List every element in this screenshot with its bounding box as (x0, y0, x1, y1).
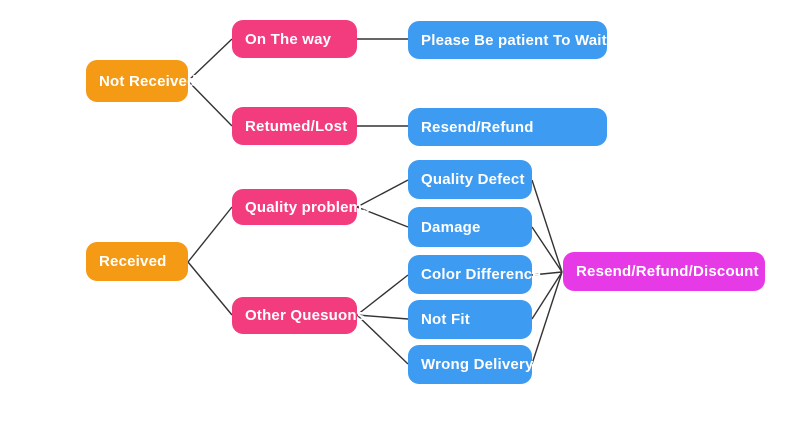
edge-other-questions-to-not-fit (356, 314, 409, 320)
edge-quality-problems-to-damage (356, 206, 409, 228)
node-color-difference[interactable]: Color Difference (408, 255, 541, 294)
node-label: Please Be patient To Wait (421, 31, 607, 49)
node-label: Damage (421, 218, 481, 236)
node-label: Not Received (99, 72, 197, 90)
edge-received-to-other-questions (187, 261, 233, 316)
node-label: Received (99, 253, 167, 270)
node-label: Other Quesuons (245, 307, 366, 324)
node-label: Retumed/Lost (245, 117, 348, 135)
edge-not-received-to-on-the-way (187, 38, 233, 82)
node-be-patient[interactable]: Please Be patient To Wait (408, 21, 607, 59)
node-not-fit[interactable]: Not Fit (408, 300, 532, 339)
edge-other-questions-to-wrong-delivery (356, 314, 409, 365)
node-label: Quality problems (245, 198, 371, 216)
node-label: Resend/Refund/Discount (576, 263, 759, 280)
node-label: Color Difference (421, 266, 541, 283)
node-not-received[interactable]: Not Received (86, 60, 196, 102)
node-received[interactable]: Received (86, 242, 188, 281)
edge-wrong-delivery-to-resend-refund-discount (531, 271, 563, 365)
node-label: On The way (245, 30, 332, 48)
edge-not-fit-to-resend-refund-discount (531, 271, 563, 320)
edge-color-difference-to-resend-refund-discount (531, 271, 563, 276)
node-other-questions[interactable]: Other Quesuons (232, 297, 365, 334)
node-returned-lost[interactable]: Retumed/Lost (232, 107, 357, 145)
node-on-the-way[interactable]: On The way (232, 20, 357, 58)
node-damage[interactable]: Damage (408, 207, 532, 247)
edge-other-questions-to-color-difference (356, 274, 409, 316)
node-quality-defect[interactable]: Quality Defect (408, 160, 532, 199)
node-label: Wrong Delivery (421, 356, 534, 373)
node-label: Quality Defect (421, 171, 525, 188)
node-resend-refund-discount[interactable]: Resend/Refund/Discount (563, 252, 765, 291)
node-resend-refund[interactable]: Resend/Refund (408, 108, 607, 146)
edge-damage-to-resend-refund-discount (531, 226, 563, 273)
edge-quality-problems-to-quality-defect (356, 179, 409, 208)
edge-not-received-to-returned-lost (187, 80, 233, 127)
node-quality-problems[interactable]: Quality problems (232, 189, 371, 225)
node-wrong-delivery[interactable]: Wrong Delivery (408, 345, 533, 384)
node-label: Resend/Refund (421, 118, 534, 136)
edge-received-to-quality-problems (187, 206, 233, 263)
node-label: Not Fit (421, 311, 470, 328)
edge-quality-defect-to-resend-refund-discount (531, 179, 563, 273)
